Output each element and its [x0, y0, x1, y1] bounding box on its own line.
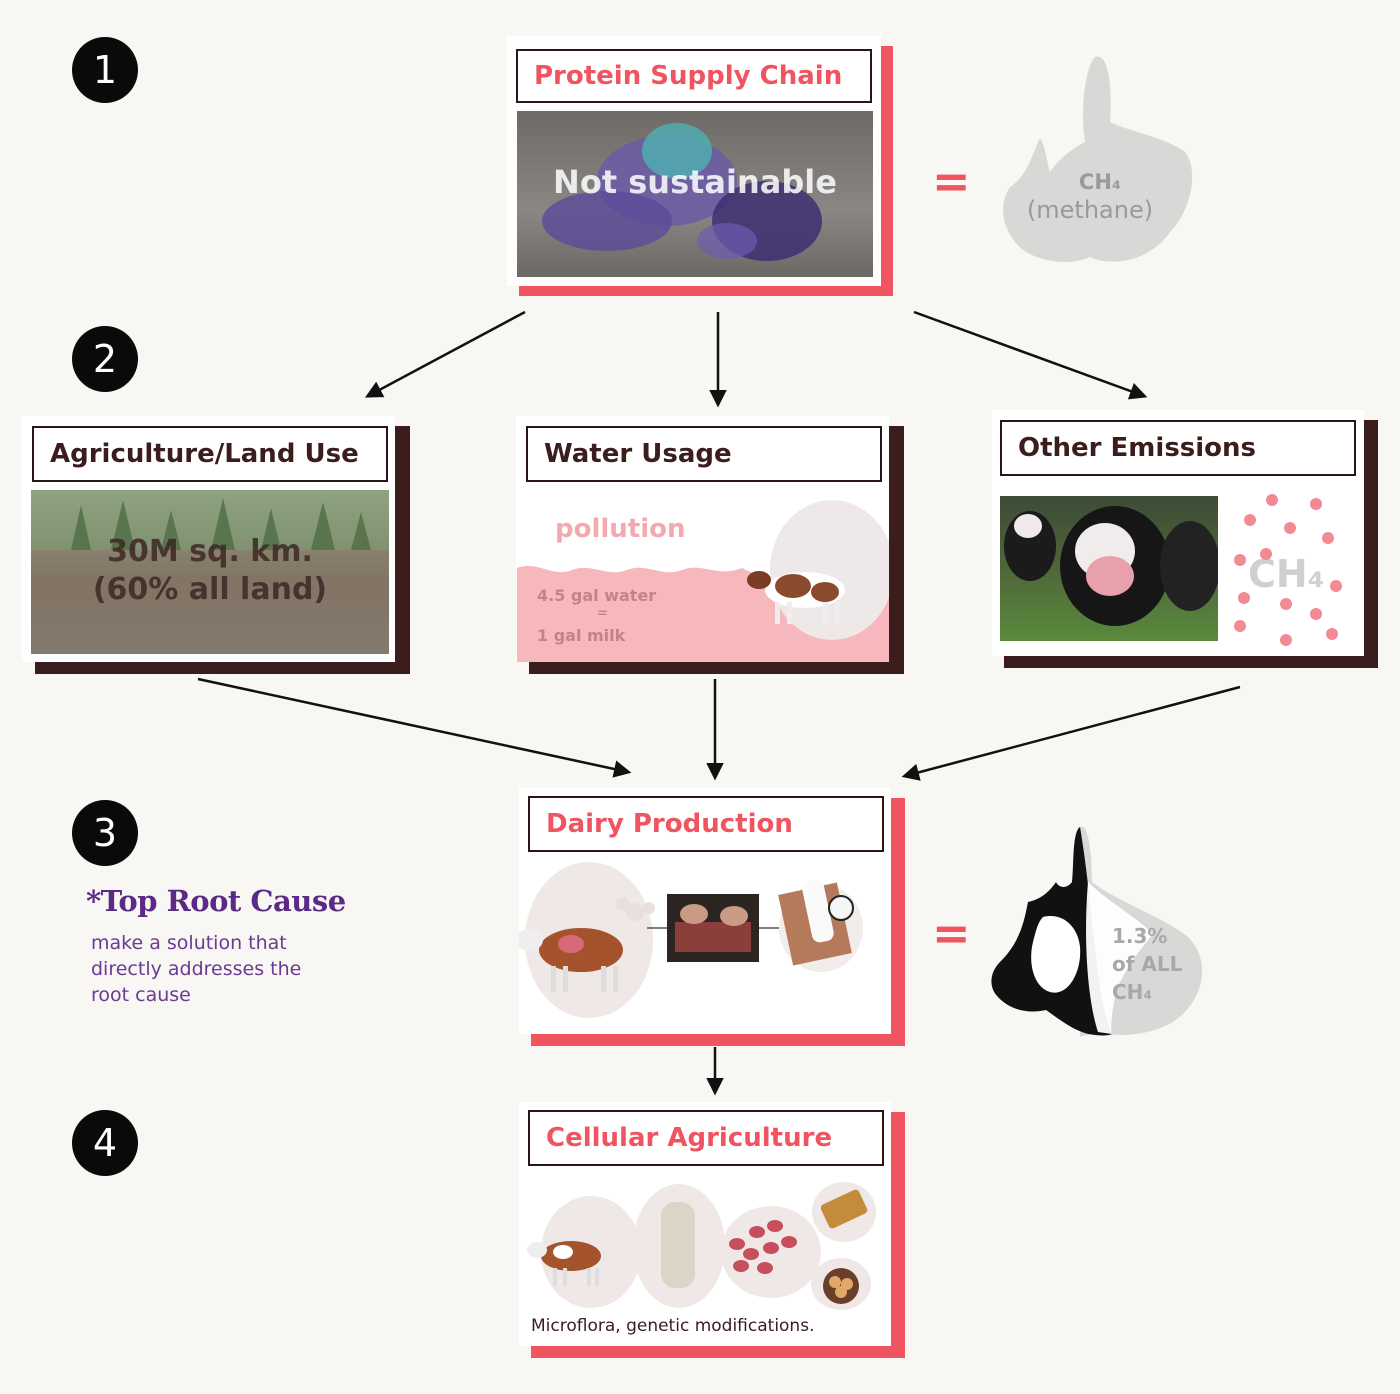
milk-splash-shape [988, 822, 1218, 1044]
bioreactor-icon [661, 1202, 695, 1288]
water-ratio-eq: = [597, 606, 608, 621]
arrow-protein-to-agriculture [368, 312, 525, 396]
root-cause-heading: *Top Root Cause [86, 884, 346, 918]
water-title: Water Usage [526, 426, 882, 482]
methane-cloud: CH₄ (methane) [1000, 52, 1200, 272]
root-cause-line3: root cause [91, 982, 301, 1008]
methane-cloud-shape [1000, 52, 1200, 272]
protein-image-caption: Not sustainable [517, 163, 873, 201]
agriculture-title: Agriculture/Land Use [32, 426, 388, 482]
cellular-cow-icon [527, 1241, 601, 1286]
agriculture-stat-line1: 30M sq. km. [31, 534, 389, 569]
cellular-agriculture-card: Cellular Agriculture Microflora, genetic… [519, 1102, 905, 1360]
dairy-stat-line3: CH₄ [1112, 980, 1152, 1004]
emissions-ch4-label: CH₄ [1248, 552, 1324, 596]
agriculture-card: Agriculture/Land Use 30M sq. km. (60% al… [22, 416, 410, 674]
cellular-title: Cellular Agriculture [528, 1110, 884, 1166]
protein-molecule-image: Not sustainable [517, 111, 873, 277]
ch4-particles: CH₄ [1228, 490, 1356, 650]
pollution-label: pollution [555, 514, 686, 544]
water-ratio-bottom: 1 gal milk [537, 626, 625, 645]
dairy-methane-cloud: 1.3% of ALL CH₄ [988, 822, 1218, 1044]
protein-supply-chain-card: Protein Supply Chain Not sustainable [507, 36, 893, 296]
protein-title: Protein Supply Chain [516, 49, 872, 103]
emissions-title: Other Emissions [1000, 420, 1356, 476]
cows-photo [1000, 496, 1218, 641]
methane-name: (methane) [1000, 196, 1180, 224]
dairy-production-card: Dairy Production [519, 788, 905, 1046]
protein-equals: = [932, 154, 971, 208]
agriculture-stat-line2: (60% all land) [31, 572, 389, 607]
dairy-stat-line2: of ALL [1112, 952, 1182, 976]
water-illustration: pollution 4.5 gal water = 1 gal milk [517, 490, 889, 662]
arrow-protein-to-emissions [914, 312, 1144, 396]
root-cause-description: make a solution that directly addresses … [91, 930, 301, 1008]
root-cause-line2: directly addresses the [91, 956, 301, 982]
cow-icon [743, 550, 863, 630]
arrow-agriculture-to-dairy [198, 679, 628, 772]
arrow-emissions-to-dairy [905, 687, 1240, 776]
dairy-title: Dairy Production [528, 796, 884, 852]
dairy-stat-line1: 1.3% [1112, 924, 1167, 948]
root-cause-line1: make a solution that [91, 930, 301, 956]
water-ratio-top: 4.5 gal water [537, 586, 656, 605]
water-usage-card: Water Usage pollution 4.5 gal water = 1 … [516, 416, 904, 674]
dairy-equals: = [932, 906, 971, 960]
cellular-process-illustration [519, 1182, 891, 1312]
cellular-caption: Microflora, genetic modifications. [531, 1316, 814, 1336]
other-emissions-card: Other Emissions CH₄ [992, 410, 1378, 668]
methane-formula: CH₄ [1000, 170, 1200, 194]
dairy-process-illustration [519, 858, 891, 1028]
deforestation-image: 30M sq. km. (60% all land) [31, 490, 389, 654]
